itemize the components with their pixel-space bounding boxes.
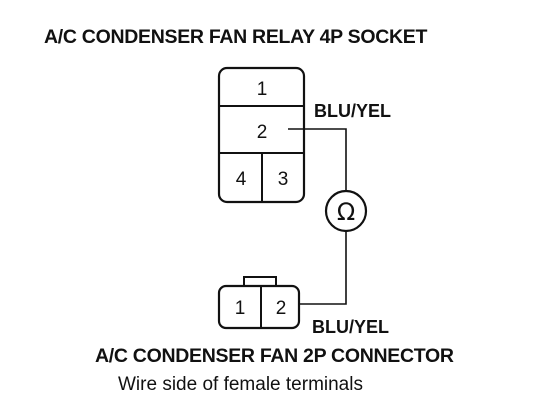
ohmmeter-circle — [324, 189, 368, 233]
fan-pin-2: 2 — [276, 298, 287, 319]
fan-connector-outline — [217, 284, 301, 330]
relay-pin-4: 4 — [236, 169, 247, 190]
ohmmeter: Ω — [324, 189, 368, 233]
relay-socket: 1 2 4 3 — [217, 66, 306, 204]
relay-pin-3: 3 — [278, 169, 289, 190]
relay-pin-2: 2 — [257, 122, 268, 143]
fan-connector: 1 2 — [217, 276, 301, 330]
fan-connector-title: A/C CONDENSER FAN 2P CONNECTOR — [95, 345, 454, 367]
fan-connector-subtitle: Wire side of female terminals — [118, 374, 363, 395]
fan-wire-label: BLU/YEL — [312, 317, 389, 337]
fan-pin-1: 1 — [235, 298, 246, 319]
ohm-icon: Ω — [337, 198, 355, 226]
wire-lower — [294, 231, 347, 305]
relay-pin-1: 1 — [257, 79, 268, 100]
relay-socket-title: A/C CONDENSER FAN RELAY 4P SOCKET — [44, 26, 428, 48]
relay-wire-label: BLU/YEL — [314, 101, 391, 121]
test-wire — [288, 128, 347, 305]
wire-upper — [288, 128, 347, 191]
